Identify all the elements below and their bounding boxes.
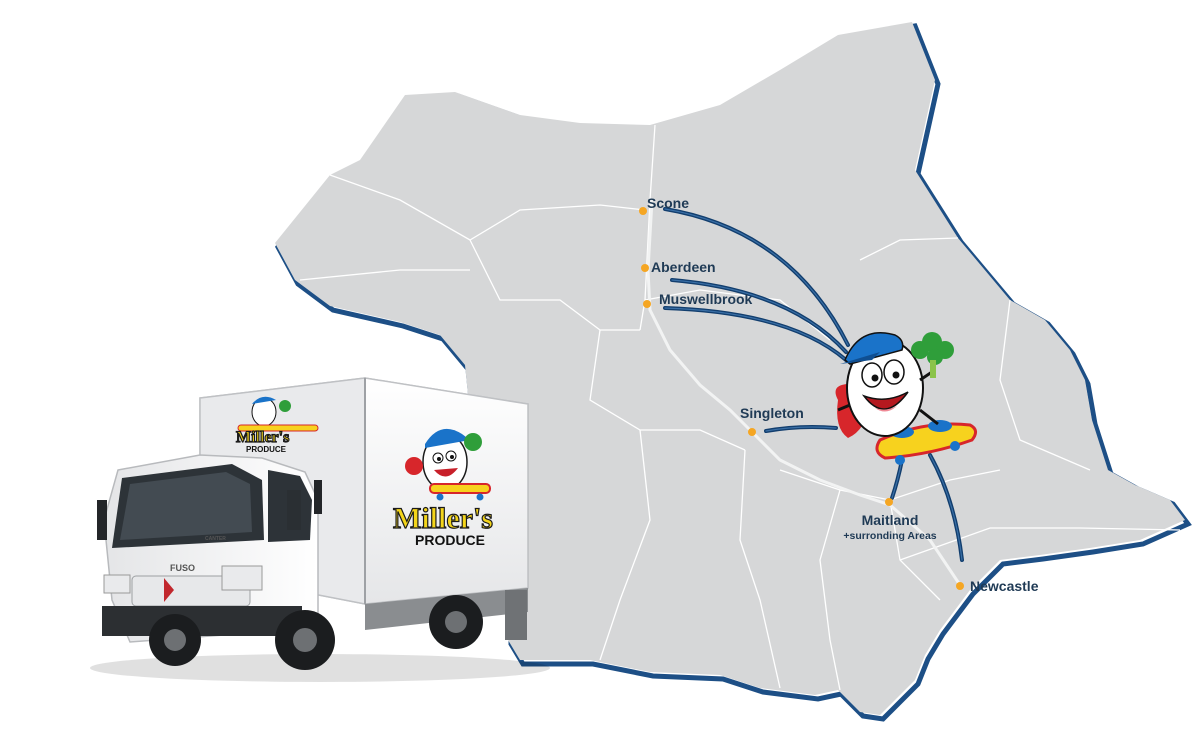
route-highlight-scone (664, 208, 849, 346)
place-sublabel-maitland: +surronding Areas (843, 530, 936, 542)
cab-model: CANTER (205, 536, 226, 542)
truck-brand-name: Miller's (393, 502, 493, 535)
route-highlight-newcastle (929, 454, 963, 561)
place-markers: SconeAberdeenMuswellbrookSingletonMaitla… (639, 195, 1039, 594)
route-highlight-singleton (765, 426, 837, 432)
place-marker-singleton (748, 428, 756, 436)
truck-brand-sub: PRODUCE (415, 532, 485, 548)
mascot-egg-skateboarder (835, 332, 977, 465)
council-borders (299, 124, 1181, 691)
route-highlight-muswellbrook (664, 307, 847, 361)
delivery-truck: Miller's PRODUCE Miller's PRODUCE (90, 377, 550, 682)
place-label-maitland: Maitland (862, 512, 919, 528)
place-label-muswellbrook: Muswellbrook (659, 291, 753, 307)
place-marker-muswellbrook (643, 300, 651, 308)
place-label-newcastle: Newcastle (970, 578, 1039, 594)
place-marker-newcastle (956, 582, 964, 590)
place-marker-aberdeen (641, 264, 649, 272)
place-label-scone: Scone (647, 195, 689, 211)
side-mascot-decal (405, 428, 491, 501)
delivery-routes (663, 207, 964, 562)
front-brand-name: Miller's (236, 429, 289, 446)
place-label-aberdeen: Aberdeen (651, 259, 716, 275)
route-highlight-aberdeen (671, 279, 847, 353)
cab-make: FUSO (170, 563, 195, 573)
front-panel-decal: Miller's PRODUCE (235, 396, 319, 454)
place-label-singleton: Singleton (740, 405, 804, 421)
place-marker-scone (639, 207, 647, 215)
front-brand-sub: PRODUCE (246, 445, 287, 454)
place-marker-maitland (885, 498, 893, 506)
